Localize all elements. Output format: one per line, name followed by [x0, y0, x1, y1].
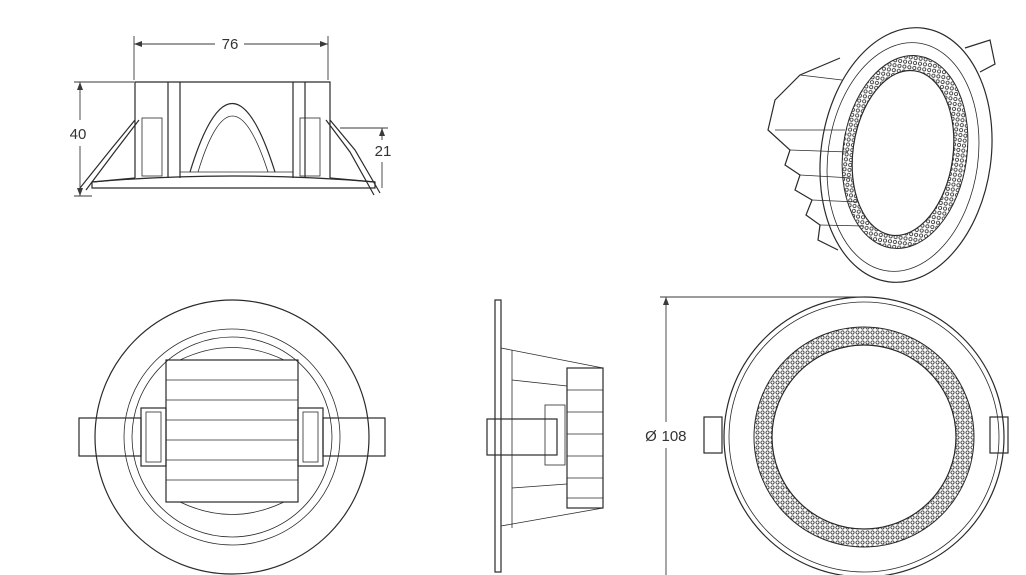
perspective-view	[767, 27, 996, 283]
diameter-symbol: Ø	[645, 428, 657, 445]
diameter-value: 108	[661, 428, 686, 445]
diameter-dimension: Ø 108	[645, 296, 864, 575]
height-dimension: 40	[70, 81, 134, 197]
front-view	[703, 296, 1009, 575]
side-profile-view	[486, 299, 604, 573]
recess-dimension: 21	[340, 127, 392, 188]
recess-value: 21	[375, 143, 392, 160]
width-value: 76	[222, 36, 239, 53]
height-value: 40	[70, 126, 87, 143]
back-view	[78, 299, 386, 575]
side-view	[79, 81, 381, 196]
width-dimension: 76	[133, 36, 329, 80]
